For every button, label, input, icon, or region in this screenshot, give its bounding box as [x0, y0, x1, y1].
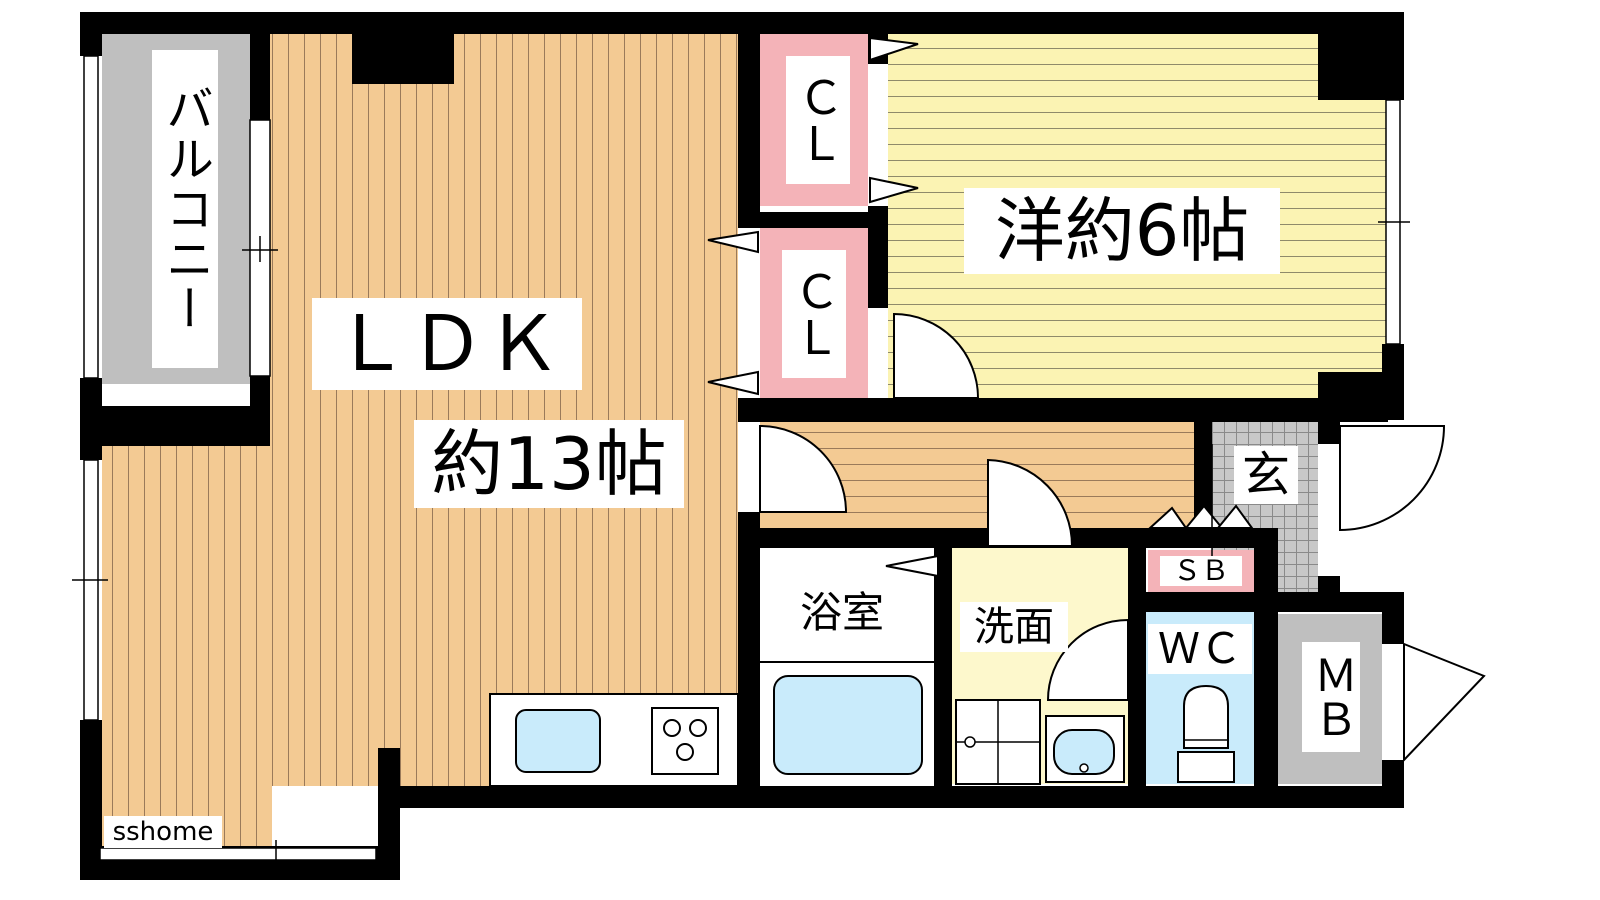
toilet-bowl: [1183, 684, 1229, 749]
ldk-size-label: 約13帖: [414, 420, 684, 508]
doors: [707, 36, 1486, 763]
closet-lower-label: ＣＬ: [782, 250, 846, 378]
closet-upper-label: ＣＬ: [786, 56, 850, 184]
ldk-floor-lower: [102, 446, 272, 846]
western-room-label: 洋約6帖: [964, 188, 1280, 274]
ldk-floor: [270, 34, 738, 786]
entrance-label: 玄: [1234, 446, 1298, 504]
meter-box-label: ＭＢ: [1302, 642, 1360, 752]
bathtub: [773, 675, 923, 775]
washroom-label: 洗面: [960, 602, 1068, 652]
watermark-label: sshome: [104, 816, 222, 848]
kitchen-sink: [515, 709, 601, 773]
stove: [651, 707, 719, 775]
bathroom-label: 浴室: [786, 586, 898, 640]
toilet-label: ＷＣ: [1148, 624, 1252, 674]
shoe-box-label: ＳＢ: [1160, 556, 1242, 586]
walls: [80, 12, 1404, 880]
ldk-name-label: ＬＤＫ: [312, 298, 582, 390]
balcony-label: バルコニー: [152, 50, 218, 368]
